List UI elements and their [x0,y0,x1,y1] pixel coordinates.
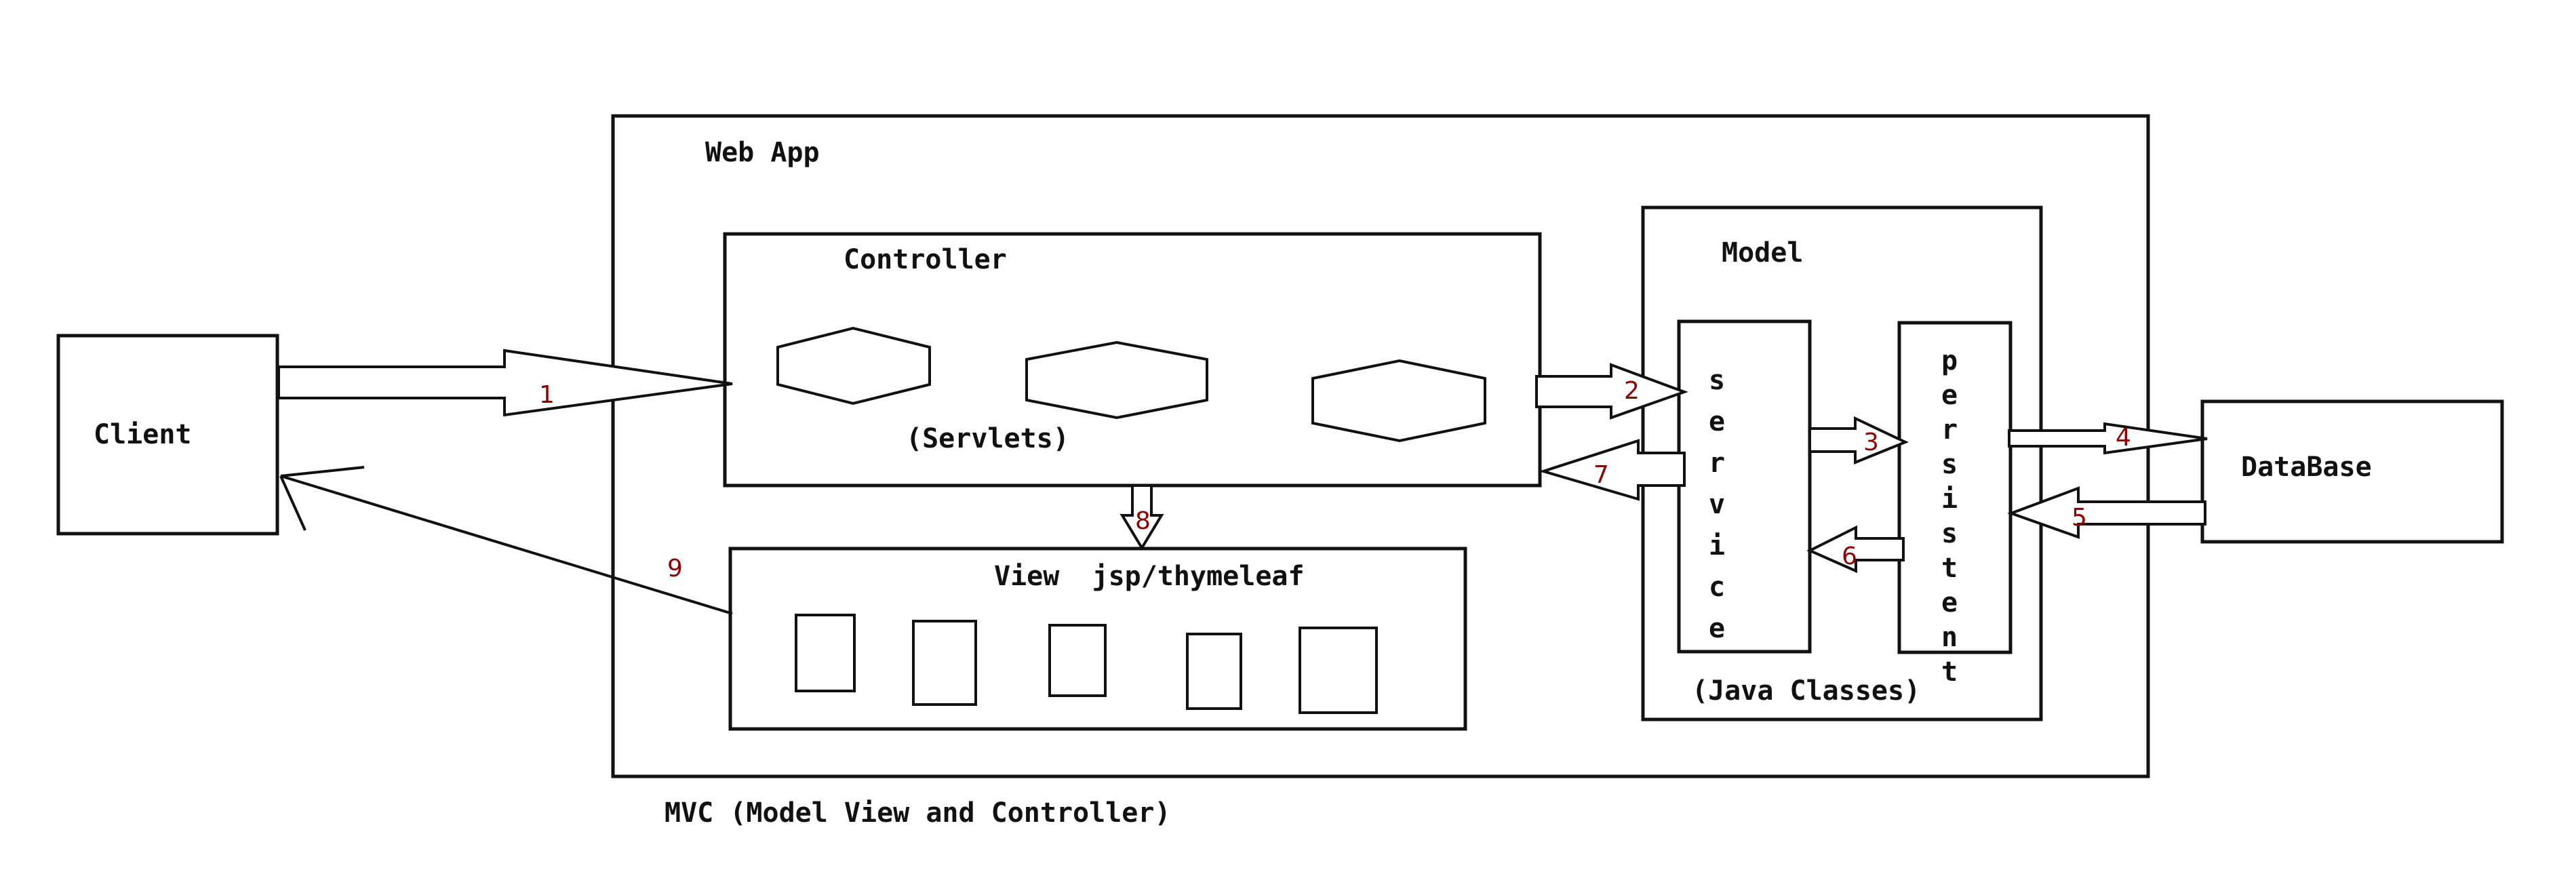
step-number: 2 [1624,377,1640,405]
arrow-service-to-persistent [1808,416,1909,464]
arrow-controller-to-view [1119,484,1164,551]
view-page-icon [1299,627,1378,714]
arrow-controller-to-service [1535,363,1688,420]
arrow-view-to-client [279,466,733,615]
java-classes-label: (Java Classes) [1692,675,1920,707]
servlet-hexagon [1025,340,1208,420]
vertical-letter: e [1709,406,1725,437]
step-number: 5 [2072,504,2087,532]
vertical-letter: n [1941,622,1958,653]
client-node: Client [56,334,279,536]
database-label: DataBase [2241,452,2372,483]
step-number: 3 [1863,429,1879,456]
vertical-letter: i [1709,530,1725,561]
view-page-icon [1048,624,1107,697]
client-label: Client [94,419,192,450]
vertical-letter: t [1941,656,1958,688]
database-node: DataBase [2200,399,2504,544]
vertical-letter: e [1941,587,1958,618]
vertical-letter: r [1941,414,1958,446]
controller-node: Controller (Servlets) [723,232,1542,488]
controller-label: Controller [844,244,1007,275]
arrow-persistent-to-service [1806,525,1905,574]
step-number: 7 [1593,461,1609,489]
servlets-label: (Servlets) [906,423,1069,454]
vertical-letter: s [1941,449,1958,480]
view-page-icon [912,620,977,706]
model-label: Model [1722,237,1803,269]
vertical-letter: e [1709,613,1725,644]
arrow-service-to-controller [1539,439,1686,501]
view-label: View jsp/thymeleaf [994,561,1305,592]
vertical-letter: p [1941,345,1958,376]
servlet-hexagon [776,326,931,405]
service-box [1677,319,1812,654]
step-number: 6 [1842,542,1857,570]
vertical-letter: t [1941,553,1958,584]
step-number: 8 [1135,507,1151,535]
vertical-letter: e [1941,380,1958,411]
step-number: 4 [2116,424,2131,452]
arrow-persistent-to-database [2008,422,2208,455]
vertical-letter: r [1709,448,1725,479]
vertical-letter: i [1941,483,1958,515]
arrow-database-to-persistent [2007,486,2206,539]
servlet-hexagon [1311,359,1486,443]
vertical-letter: s [1941,518,1958,549]
view-page-icon [1186,633,1242,710]
webapp-label: Web App [705,137,820,168]
arrow-client-to-controller [277,349,733,417]
view-page-icon [795,614,856,692]
view-node: View jsp/thymeleaf [728,547,1467,731]
step-number: 1 [539,381,555,409]
diagram-caption: MVC (Model View and Controller) [665,797,1171,829]
vertical-letter: v [1709,489,1725,520]
persistent-box [1897,321,2013,654]
step-number: 9 [667,555,683,582]
vertical-letter: c [1709,572,1725,603]
vertical-letter: s [1709,365,1725,396]
